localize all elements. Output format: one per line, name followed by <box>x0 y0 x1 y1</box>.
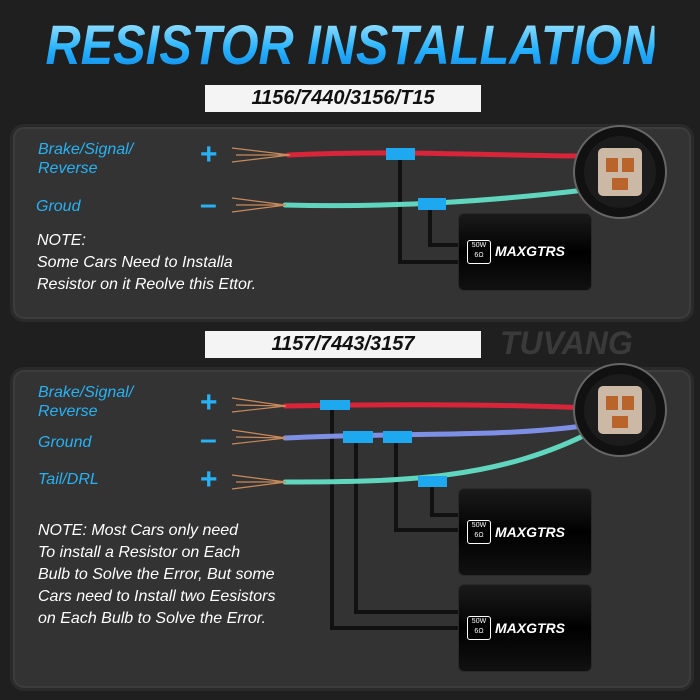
resistor-brand: MAXGTRS <box>495 524 565 540</box>
resistor-brand: MAXGTRS <box>495 620 565 636</box>
resistor-brand: MAXGTRS <box>495 243 565 259</box>
resistor-module: 50W 6Ω MAXGTRS <box>458 584 592 672</box>
wire-label-ground: Groud <box>36 198 81 215</box>
blue-wire <box>282 422 593 441</box>
resistor-leads <box>330 158 462 630</box>
stripped-wire-ends <box>231 147 291 490</box>
plus-icon: + <box>200 463 218 496</box>
resistor-rating-badge: 50W 6Ω <box>467 616 491 640</box>
connectors <box>320 148 447 487</box>
bulb-socket-1 <box>573 125 667 219</box>
teal-wire <box>282 427 598 485</box>
wire-label-ground: Ground <box>38 434 92 451</box>
section2-note: NOTE: Most Cars only need To install a R… <box>38 522 276 627</box>
watermark: TUVANG <box>500 325 633 361</box>
red-wire <box>285 150 588 159</box>
minus-icon: – <box>200 188 217 221</box>
wire-label-brake: Brake/Signal/ Reverse <box>38 384 134 420</box>
section2-bulb-label: 1157/7443/3157 <box>205 331 481 358</box>
page-title: RESISTOR INSTALLATION <box>45 13 658 76</box>
resistor-module: 50W 6Ω MAXGTRS <box>458 488 592 576</box>
section1-bulb-label: 1156/7440/3156/T15 <box>205 85 481 112</box>
wire-label-brake: Brake/Signal/ Reverse <box>38 141 134 177</box>
resistor-module: 50W 6Ω MAXGTRS <box>458 213 592 291</box>
minus-icon: – <box>200 423 217 456</box>
resistor-rating-badge: 50W 6Ω <box>467 240 491 264</box>
plus-icon: + <box>200 386 218 419</box>
bulb-socket-2 <box>573 363 667 457</box>
resistor-rating-badge: 50W 6Ω <box>467 520 491 544</box>
section1-note: NOTE: Some Cars Need to Installa Resisto… <box>37 232 257 293</box>
teal-wire <box>282 187 588 209</box>
plus-icon: + <box>200 138 218 171</box>
wire-label-tail: Tail/DRL <box>38 471 99 488</box>
